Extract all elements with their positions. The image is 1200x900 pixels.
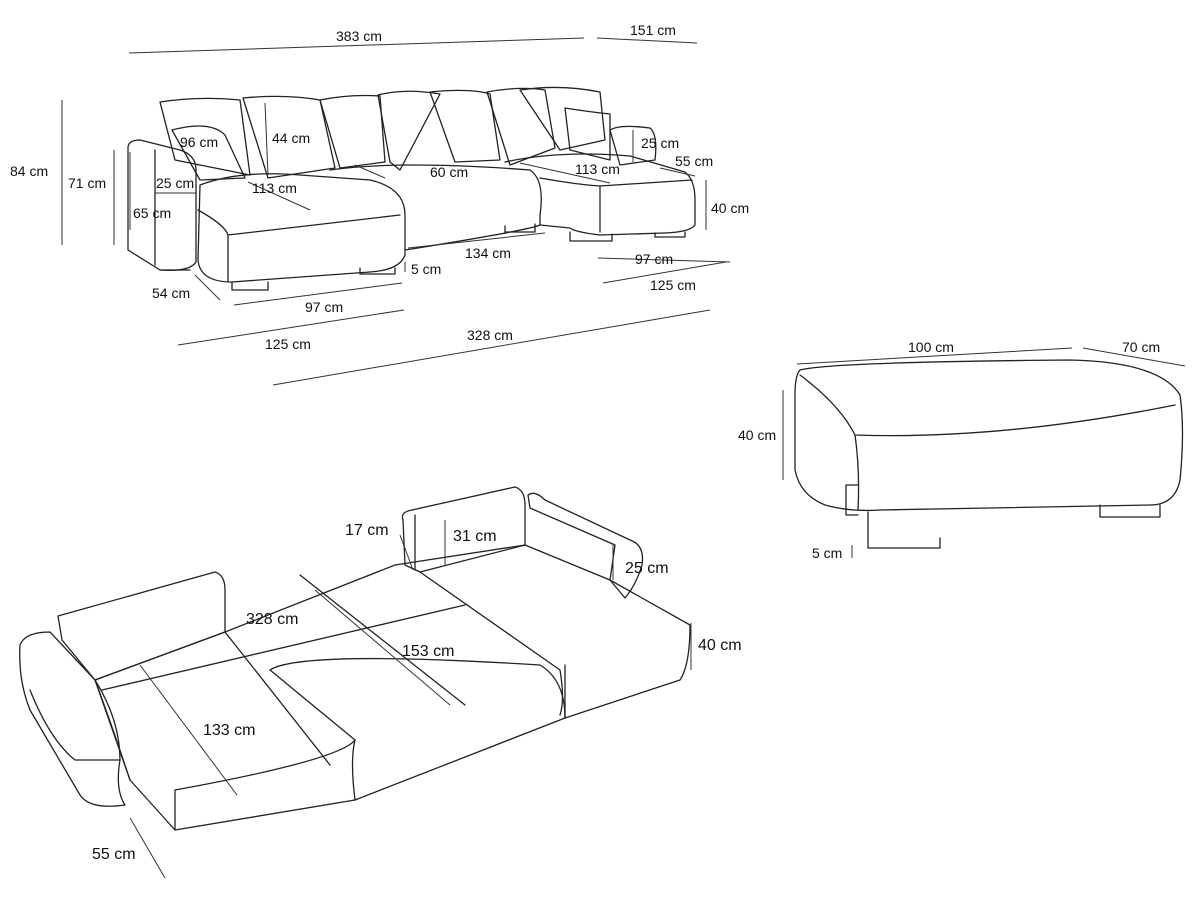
label-left-seat-width: 97 cm	[305, 299, 343, 315]
label-right-module-width: 125 cm	[650, 277, 696, 293]
label-middle-width: 134 cm	[465, 245, 511, 261]
bed-dimension-lines	[129, 520, 692, 879]
label-left-module-width: 125 cm	[265, 336, 311, 352]
label-right-arm-height: 25 cm	[641, 135, 679, 151]
label-seat-depth-left: 113 cm	[252, 180, 297, 196]
label-ottoman-depth: 70 cm	[1122, 339, 1160, 355]
label-right-arm-width: 55 cm	[675, 153, 713, 169]
label-seat-height: 40 cm	[711, 200, 749, 216]
label-right-seat-width: 97 cm	[635, 251, 673, 267]
sofa-dimension-labels: 383 cm 151 cm 84 cm 71 cm 65 cm 96 cm 44…	[10, 22, 749, 352]
label-ottoman-height: 40 cm	[738, 427, 776, 443]
ottoman-drawing	[794, 359, 1184, 549]
label-bed-width-left: 133 cm	[203, 722, 255, 739]
label-leg-height: 5 cm	[411, 261, 441, 277]
sofa-dimension-lines	[61, 37, 731, 386]
label-bed-height: 40 cm	[698, 637, 742, 654]
label-total-depth: 328 cm	[467, 327, 513, 343]
label-arm-inner-height: 65 cm	[133, 205, 171, 221]
label-back-height: 17 cm	[345, 522, 389, 539]
label-cushion-height: 44 cm	[272, 130, 310, 146]
label-ottoman-leg-height: 5 cm	[812, 545, 842, 561]
label-bed-length: 328 cm	[246, 611, 298, 628]
label-chaise-width: 151 cm	[630, 22, 676, 38]
label-arm-depth: 54 cm	[152, 285, 190, 301]
label-arm-height: 71 cm	[68, 175, 106, 191]
bed-dimension-labels: 17 cm 31 cm 25 cm 328 cm 153 cm 40 cm 13…	[92, 522, 742, 863]
label-bed-arm-width: 55 cm	[92, 846, 136, 863]
label-total-height: 84 cm	[10, 163, 48, 179]
ottoman-dimension-lines	[782, 347, 1186, 558]
bed-drawing	[19, 486, 691, 831]
ottoman-dimension-labels: 100 cm 70 cm 40 cm 5 cm	[738, 339, 1160, 561]
label-ottoman-length: 100 cm	[908, 339, 954, 355]
label-overall-width: 383 cm	[336, 28, 382, 44]
label-bed-arm-height: 25 cm	[625, 560, 669, 577]
label-back-cushion: 31 cm	[453, 528, 497, 545]
label-arm-width: 25 cm	[156, 175, 194, 191]
label-seat-back-depth: 60 cm	[430, 164, 468, 180]
label-back-depth: 96 cm	[180, 134, 218, 150]
sofa-drawing	[127, 86, 696, 291]
label-bed-width-middle: 153 cm	[402, 643, 454, 660]
label-seat-depth-right: 113 cm	[575, 161, 620, 177]
